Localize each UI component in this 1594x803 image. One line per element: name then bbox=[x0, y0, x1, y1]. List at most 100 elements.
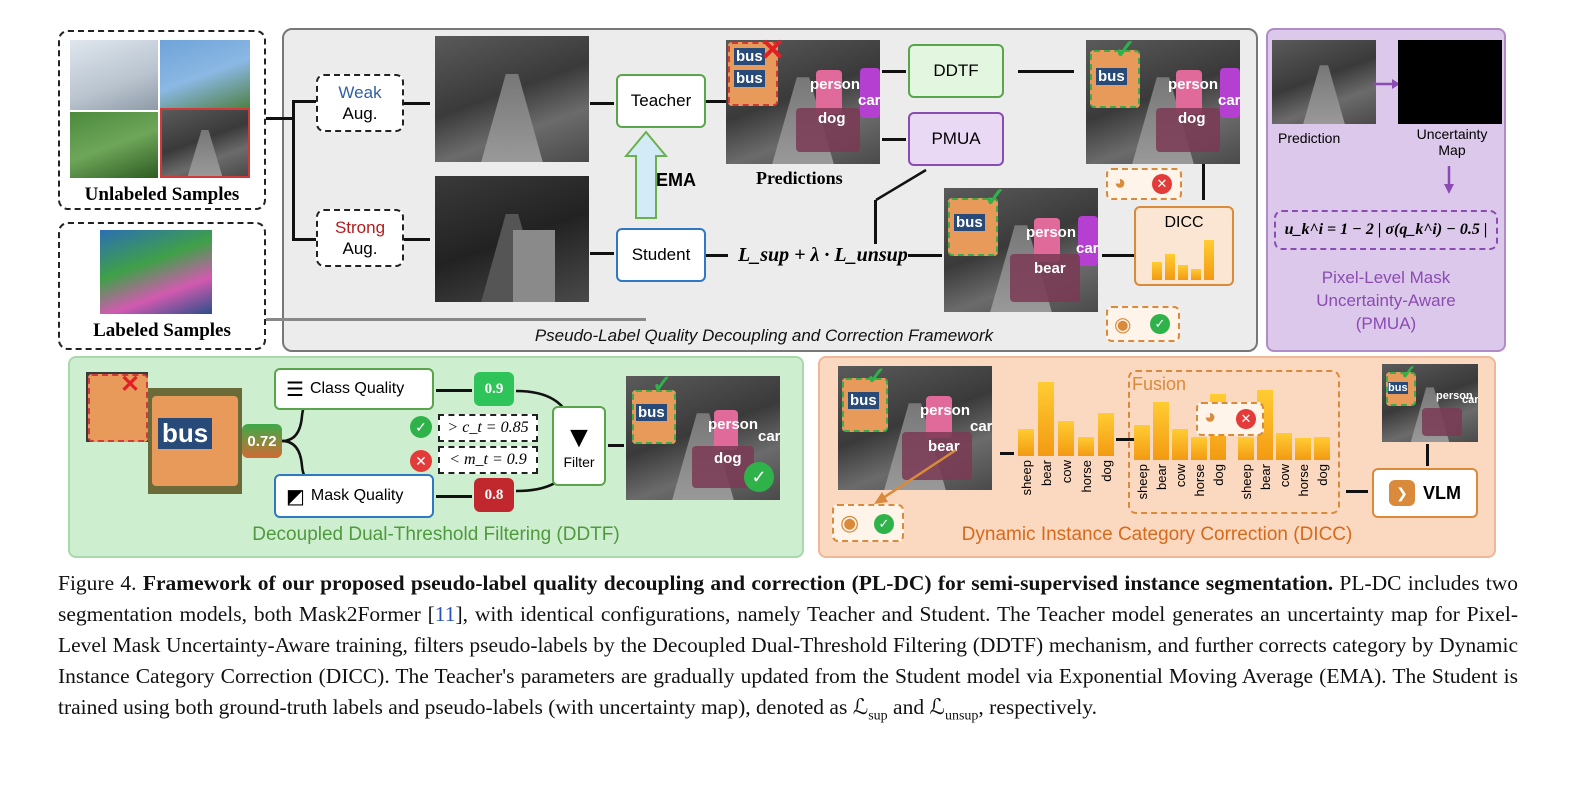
bar bbox=[1038, 381, 1054, 456]
category-label: sheep bbox=[1239, 464, 1254, 500]
green-check-icon: ✓ bbox=[866, 363, 887, 390]
red-x-icon: ✕ bbox=[760, 34, 786, 67]
pmua-prediction-label: Prediction bbox=[1278, 130, 1341, 146]
mask-quality-box: ◩ Mask Quality bbox=[274, 474, 434, 518]
bar bbox=[1172, 428, 1188, 460]
category-label: dog bbox=[1099, 460, 1114, 482]
dog-mismatch-badge: ◕ ✕ bbox=[1106, 168, 1182, 200]
class-threshold: > c_t = 0.85 bbox=[438, 414, 538, 442]
vlm-box: ❯ VLM bbox=[1372, 468, 1478, 518]
dicc-label: DICC bbox=[1164, 214, 1204, 231]
category-label: cow bbox=[1059, 460, 1074, 484]
arrow bbox=[1426, 444, 1429, 466]
bar bbox=[1204, 240, 1214, 280]
list-icon: ☰ bbox=[286, 378, 304, 401]
caption-body: ], with identical configurations, namely… bbox=[58, 602, 1518, 719]
caption-title: Framework of our proposed pseudo-label q… bbox=[142, 571, 1334, 595]
weak-aug-image bbox=[435, 36, 589, 162]
uncertainty-map-label: Uncertainty Map bbox=[1416, 126, 1488, 158]
red-x-circle-icon: ✕ bbox=[1152, 174, 1172, 194]
bar bbox=[1152, 262, 1162, 280]
car-label: car bbox=[858, 92, 880, 109]
category-label: bear bbox=[1039, 460, 1054, 487]
dog-face-icon: ◕ bbox=[1204, 406, 1217, 428]
ddtf-output-image: bus person car dog ✓ bbox=[626, 376, 780, 500]
green-check-circle-icon: ✓ bbox=[1150, 314, 1170, 334]
bar bbox=[1134, 424, 1150, 460]
category-label: cow bbox=[1277, 464, 1292, 488]
category-label: bear bbox=[1258, 464, 1273, 491]
caption-ending: , respectively. bbox=[978, 695, 1098, 719]
ema-arrow bbox=[623, 130, 669, 220]
bar bbox=[1078, 436, 1094, 456]
citation-link[interactable]: 11 bbox=[434, 602, 456, 626]
green-check-circle-icon: ✓ bbox=[874, 514, 894, 534]
person-label: person bbox=[1026, 224, 1077, 241]
vlm-label: VLM bbox=[1423, 482, 1461, 503]
green-check-icon: ✓ bbox=[1114, 34, 1136, 64]
strong-aug-label: Aug. bbox=[342, 239, 378, 258]
car-label: car bbox=[758, 428, 780, 445]
unlabeled-samples-box: Unlabeled Samples bbox=[58, 30, 266, 210]
framework-title: Pseudo-Label Quality Decoupling and Corr… bbox=[534, 326, 994, 345]
arrow bbox=[874, 200, 877, 244]
pmua-title: Pixel-Level Mask Uncertainty-Aware (PMUA… bbox=[1268, 266, 1504, 335]
arrow bbox=[404, 238, 430, 241]
red-x-icon: ✕ bbox=[120, 371, 141, 398]
caption-body: PL-DC includes two segmentation models, … bbox=[58, 571, 1518, 626]
bar bbox=[1058, 420, 1074, 456]
category-label: cow bbox=[1173, 464, 1188, 488]
bear-correct-badge: ◉ ✓ bbox=[1106, 306, 1180, 342]
dog-label: dog bbox=[818, 110, 846, 127]
person-label: person bbox=[1436, 390, 1473, 402]
dicc-box: DICC bbox=[1134, 206, 1234, 286]
arrow bbox=[404, 102, 430, 105]
dog-label: dog bbox=[1178, 110, 1206, 127]
arrow bbox=[882, 138, 906, 141]
pmua-title-line: Pixel-Level Mask bbox=[1321, 268, 1451, 287]
figure-caption: Figure 4. Framework of our proposed pseu… bbox=[58, 568, 1518, 731]
person-label: person bbox=[1168, 76, 1219, 93]
ddtf-input-image bbox=[86, 372, 148, 442]
ddtf-box: DDTF bbox=[908, 44, 1004, 98]
purple-arrow bbox=[1374, 76, 1400, 89]
green-check-icon: ✓ bbox=[984, 182, 1006, 212]
car-label: car bbox=[1218, 92, 1240, 109]
red-x-circle-icon: ✕ bbox=[1236, 409, 1256, 429]
bus-label: bus bbox=[636, 404, 667, 421]
bear-face-icon: ◉ bbox=[840, 510, 860, 535]
green-check-circle-icon: ✓ bbox=[744, 462, 774, 492]
arrow bbox=[706, 100, 726, 103]
bear-label: bear bbox=[928, 438, 960, 455]
bus-label: bus bbox=[734, 48, 765, 65]
figure-number: Figure 4. bbox=[58, 571, 137, 595]
arrow bbox=[590, 252, 614, 255]
bar bbox=[1165, 253, 1175, 280]
arrow bbox=[436, 495, 472, 498]
filtered-image: bus person car dog bbox=[1086, 40, 1240, 164]
bar bbox=[1276, 432, 1292, 460]
category-label: bear bbox=[1154, 464, 1169, 491]
bar bbox=[1191, 269, 1201, 280]
category-label: sheep bbox=[1019, 460, 1034, 496]
dicc-mini-chart bbox=[1152, 236, 1216, 280]
sample-image-snow bbox=[70, 40, 158, 110]
class-value-badge: 0.9 bbox=[474, 372, 514, 406]
sample-image-baseball bbox=[70, 112, 158, 178]
pmua-connector bbox=[874, 168, 930, 202]
dicc-output-image: bus person car bear bbox=[838, 366, 992, 490]
pmua-prediction-image bbox=[1272, 40, 1376, 124]
arrow bbox=[590, 102, 614, 105]
labeled-sample-image bbox=[100, 230, 212, 314]
car-label: car bbox=[1462, 394, 1478, 406]
category-label: dog bbox=[1211, 464, 1226, 486]
dog-mismatch-badge: ◕ ✕ bbox=[1196, 402, 1264, 436]
weak-label: Weak bbox=[338, 83, 382, 102]
pmua-title-line: (PMUA) bbox=[1355, 314, 1417, 333]
bar bbox=[1153, 401, 1169, 460]
arrow bbox=[1102, 254, 1134, 257]
category-label: horse bbox=[1079, 460, 1094, 493]
